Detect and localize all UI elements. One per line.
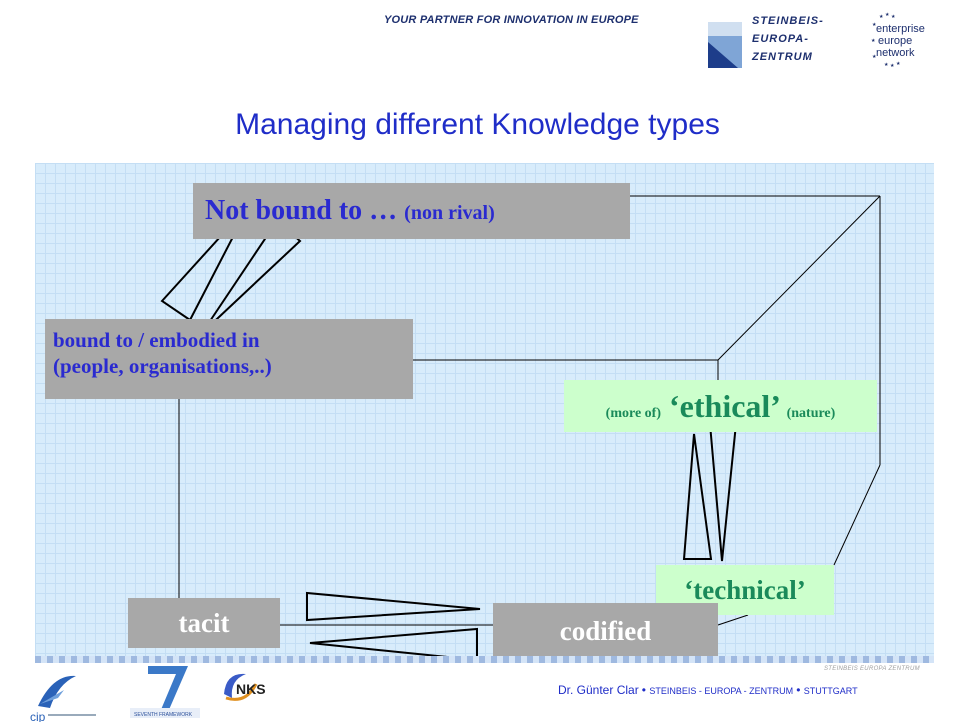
logo-line-2: EUROPA- [752,33,809,45]
svg-text:★: ★ [884,62,889,68]
footer-credit: Dr. Günter Clar • STEINBEIS - EUROPA - Z… [558,683,858,697]
steinbeis-logo-icon [708,22,742,68]
cube-edge [833,464,881,566]
footer-org: STEINBEIS - EUROPA - ZENTRUM [649,686,794,696]
not-bound-box: Not bound to … (non rival) [193,183,630,239]
een-line-2: europe [878,35,912,47]
arrow-shape [708,423,738,562]
footer-city: STUTTGART [803,686,858,696]
svg-text:★: ★ [872,54,877,60]
cip-logo-icon: cip [30,675,96,722]
bound-line-2: (people, organisations,..) [53,354,272,378]
nks-text: NKS [236,681,266,697]
een-line-1: enterprise [876,23,925,35]
svg-text:★: ★ [871,38,876,44]
cip-text: cip [30,710,46,722]
svg-text:★: ★ [890,63,895,69]
technical-box: ‘technical’ [656,565,834,615]
cube-edge [717,195,881,361]
footer-stripe [35,656,934,663]
logo-line-1: STEINBEIS- [752,15,824,27]
enterprise-europe-network-logo-icon: ★★★ ★★★ ★★★ enterprise europe network [871,12,925,69]
bound-line-1: bound to / embodied in [53,328,260,352]
header-tagline: YOUR PARTNER FOR INNOVATION IN EUROPE [384,14,639,26]
ethical-main: ‘ethical’ [669,388,779,424]
arrow-shape [160,203,251,322]
fp7-logo-icon: SEVENTH FRAMEWORK [130,666,200,718]
codified-box: codified [493,603,718,656]
svg-text:★: ★ [896,61,901,67]
not-bound-paren: (non rival) [404,202,495,224]
logo-line-3: ZENTRUM [752,51,813,63]
svg-text:★: ★ [891,14,896,20]
bound-to-box: bound to / embodied in (people, organisa… [45,319,413,399]
footer-author: Dr. Günter Clar [558,683,639,697]
slide-title: Managing different Knowledge types [235,108,720,141]
arrow-shape [682,433,713,560]
een-line-3: network [876,47,915,59]
cube-edge [717,614,749,626]
arrow-shape [309,627,478,662]
ethical-post: (nature) [786,406,836,421]
svg-text:SEVENTH FRAMEWORK: SEVENTH FRAMEWORK [134,712,193,718]
footer-watermark: STEINBEIS EUROPA ZENTRUM [824,666,920,672]
ethical-box: (more of) ‘ethical’ (nature) [564,380,877,432]
ethical-pre: (more of) [605,406,661,421]
tacit-box: tacit [128,598,280,648]
arrow-shape [306,591,481,622]
not-bound-main: Not bound to … [205,195,398,226]
svg-text:★: ★ [879,14,884,20]
nks-logo-icon: NKS [224,673,266,701]
svg-text:★: ★ [872,22,877,28]
svg-text:★: ★ [885,12,890,18]
steinbeis-logo-text: STEINBEIS- EUROPA- ZENTRUM [752,12,824,66]
